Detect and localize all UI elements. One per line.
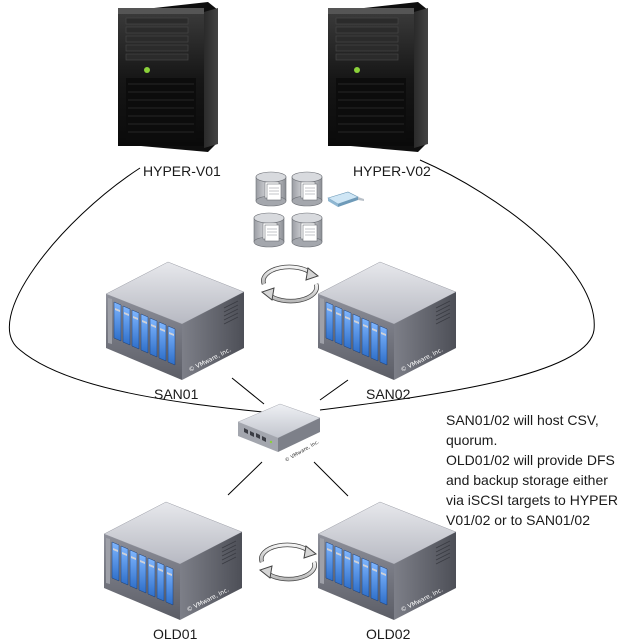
network-switch[interactable]: © VMware, Inc. bbox=[237, 403, 321, 464]
note-line: SAN01/02 will host CSV, bbox=[446, 412, 599, 428]
link-san01-switch bbox=[231, 377, 265, 405]
link-hyperv01-switch bbox=[8, 167, 263, 413]
disk-stack-icon bbox=[255, 171, 287, 207]
note-line: and backup storage either bbox=[446, 472, 608, 488]
note-line: OLD01/02 will provide DFS bbox=[446, 452, 615, 468]
note-line: via iSCSI targets to HYPER- bbox=[446, 492, 618, 508]
rack-storage-icon bbox=[317, 501, 457, 621]
hyperv01-label: HYPER-V01 bbox=[143, 163, 221, 179]
note-line: V01/02 or to SAN01/02 bbox=[446, 512, 590, 528]
rack-storage-icon bbox=[317, 261, 457, 381]
old01-label: OLD01 bbox=[153, 626, 198, 642]
disk-stack-icon bbox=[291, 212, 323, 248]
san01-storage[interactable]: © VMware, Inc. bbox=[105, 261, 245, 381]
disk-stack-icon bbox=[253, 212, 285, 248]
rack-storage-icon bbox=[103, 501, 243, 621]
link-san02-switch bbox=[319, 379, 349, 401]
connection-lines bbox=[8, 159, 595, 497]
rack-storage-icon bbox=[105, 261, 245, 381]
tower-server-icon bbox=[327, 1, 429, 153]
san02-storage[interactable]: © VMware, Inc. bbox=[317, 261, 457, 381]
old01-storage[interactable]: © VMware, Inc. bbox=[103, 501, 243, 621]
hyperv01-server[interactable] bbox=[117, 1, 219, 153]
note-line: quorum. bbox=[446, 432, 498, 448]
san01-label: SAN01 bbox=[154, 386, 199, 402]
tower-server-icon bbox=[117, 1, 219, 153]
replication-arrow-icon bbox=[260, 545, 316, 579]
old02-label: OLD02 bbox=[366, 626, 411, 642]
replication-arrow-icon bbox=[262, 267, 318, 301]
usb-drive-icon bbox=[327, 191, 364, 207]
link-hyperv02-switch bbox=[319, 159, 595, 411]
hyperv02-label: HYPER-V02 bbox=[353, 163, 431, 179]
annotation-note: SAN01/02 will host CSV, quorum. OLD01/02… bbox=[446, 410, 618, 530]
disk-stack-icon bbox=[291, 171, 323, 207]
link-switch-old02 bbox=[313, 461, 349, 497]
link-switch-old01 bbox=[227, 461, 263, 496]
hyperv02-server[interactable] bbox=[327, 1, 429, 153]
old02-storage[interactable]: © VMware, Inc. bbox=[317, 501, 457, 621]
san02-label: SAN02 bbox=[366, 386, 411, 402]
